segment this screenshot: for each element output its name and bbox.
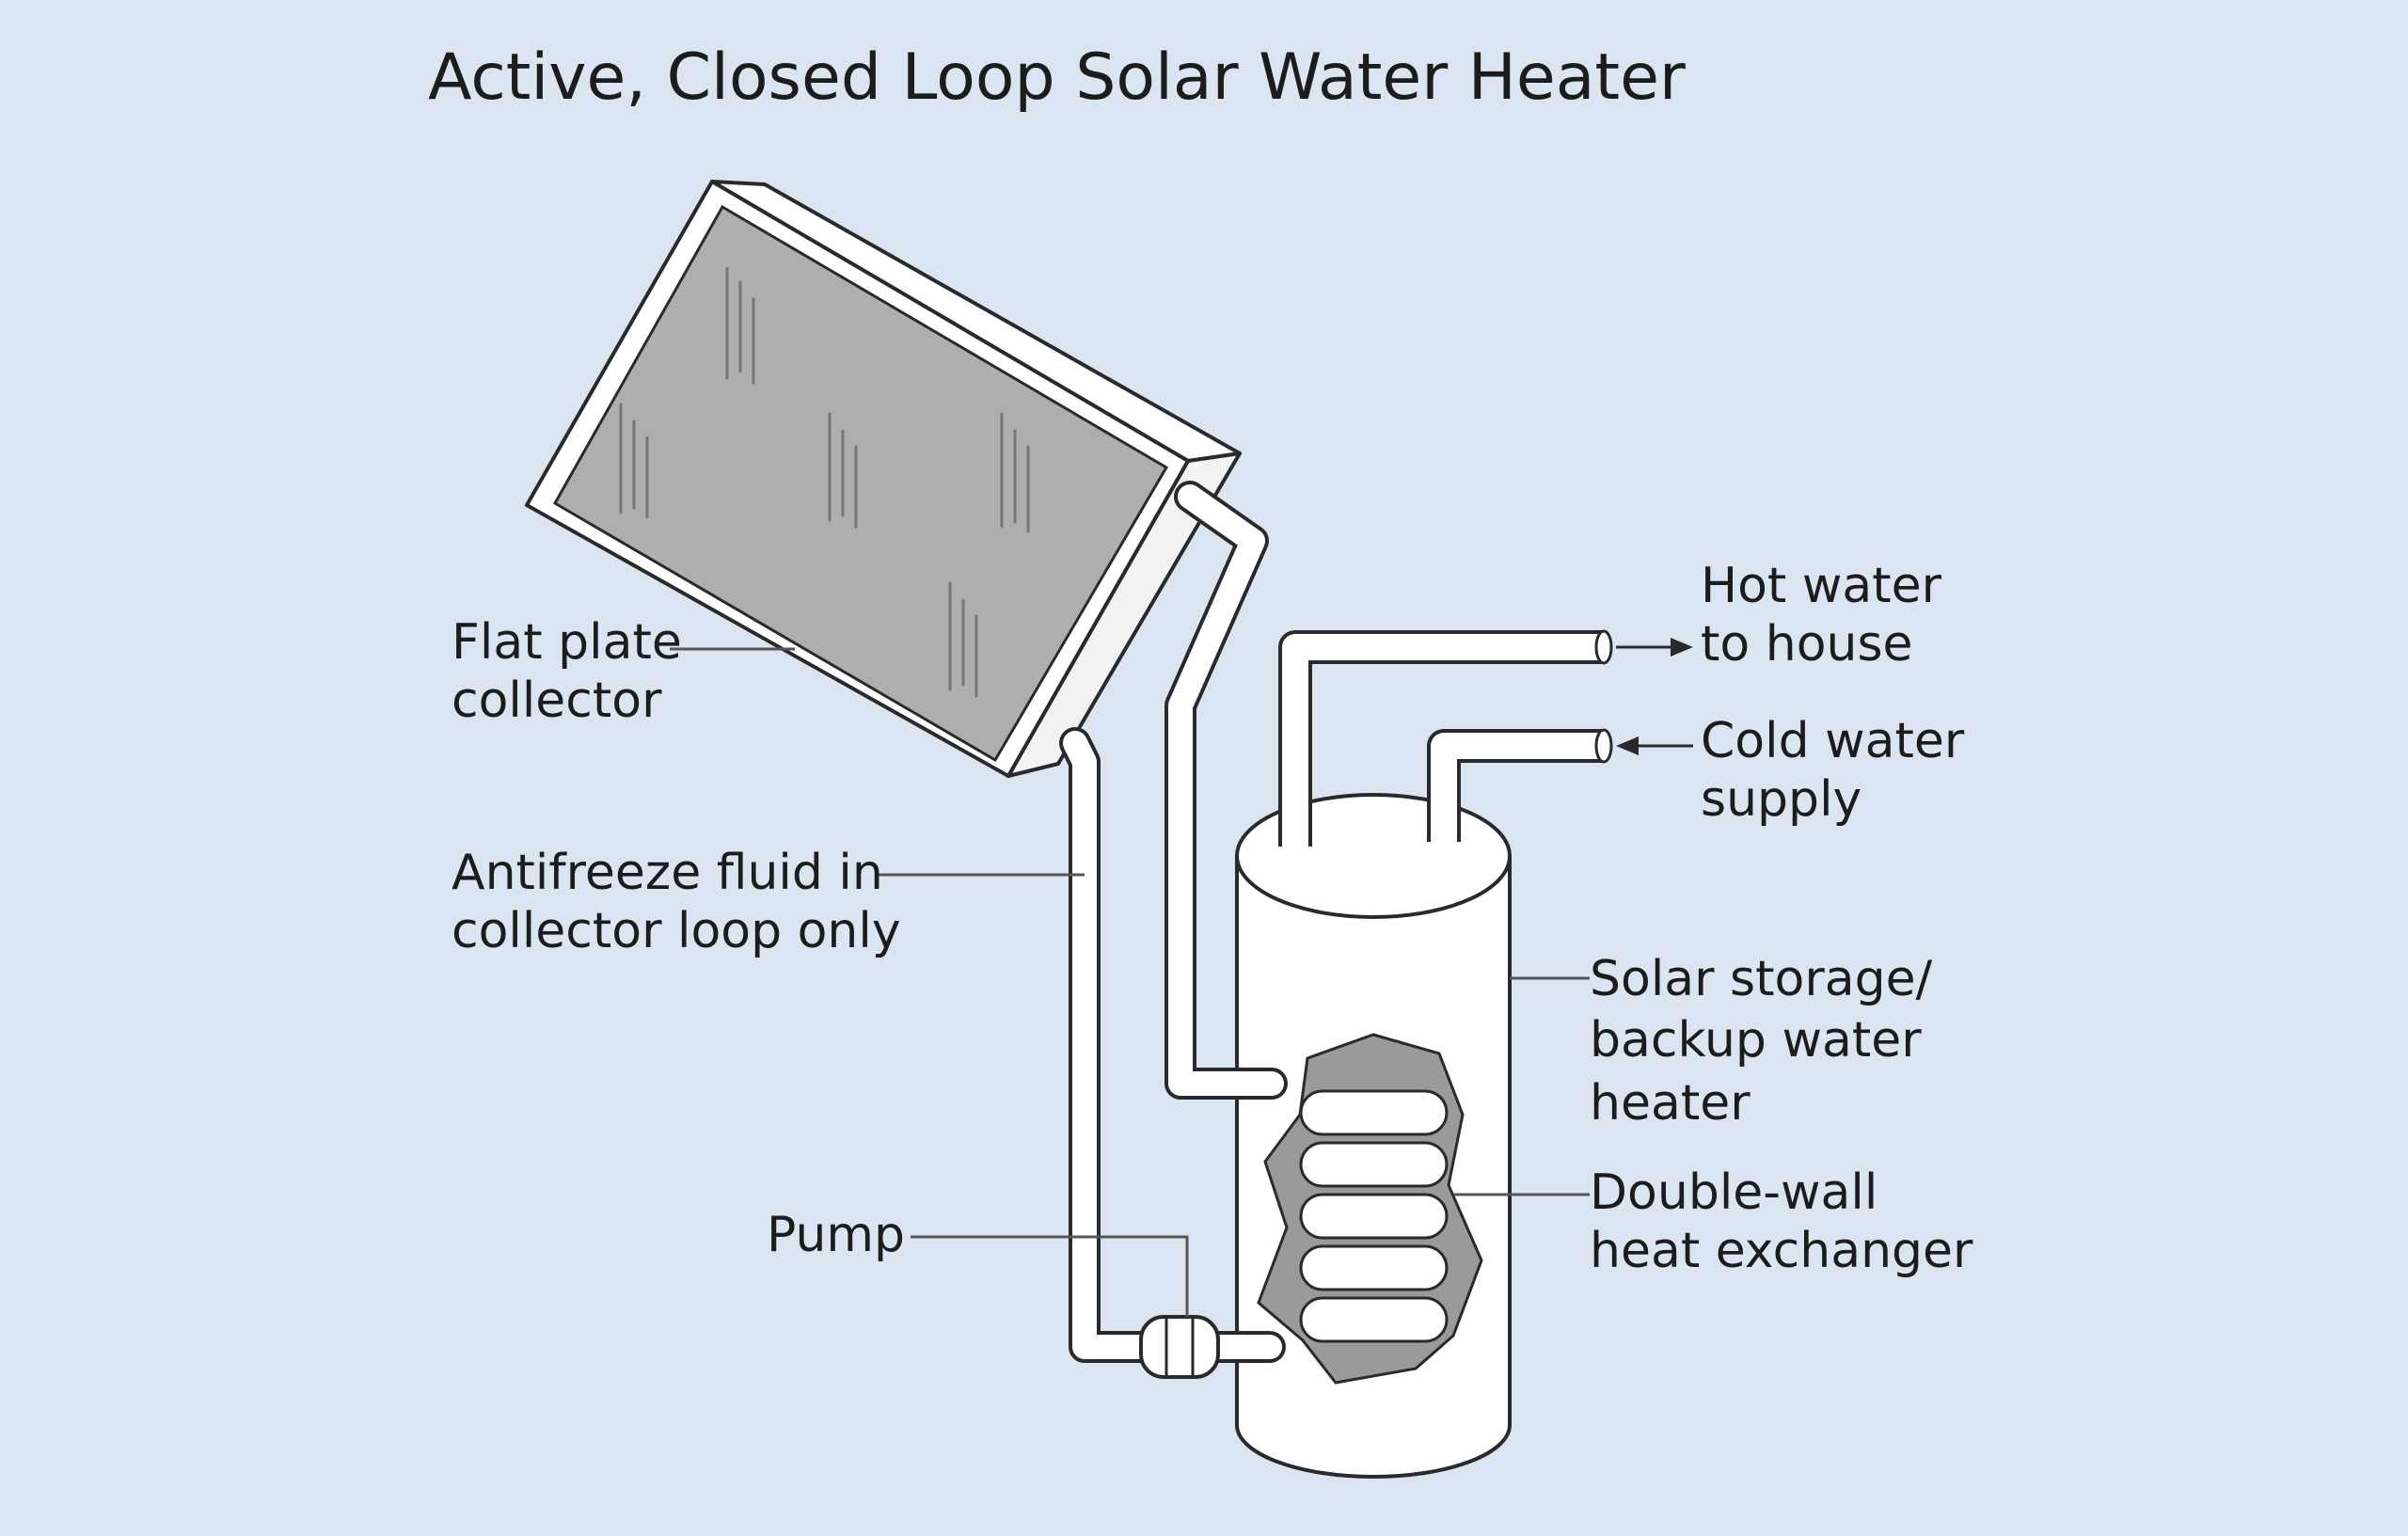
collector-loop-pipes [1059,481,1288,1363]
label-heat-exchanger: Double-wall heat exchanger [1590,1164,1973,1279]
label-cold-water: Cold water supply [1701,713,1980,828]
glass-reflection-marks [619,266,1030,698]
diagram-title: Active, Closed Loop Solar Water Heater [428,40,1686,115]
hot-water-pipe [1278,629,1613,847]
label-flat-plate-collector: Flat plate collector [452,614,697,729]
label-solar-storage: Solar storage/ backup water heater [1590,951,1948,1132]
leader-lines [670,647,1590,1317]
coil [1299,1089,1449,1343]
pump [1139,1315,1220,1379]
label-hot-water: Hot water to house [1701,558,1957,673]
arrow-left-icon [1616,736,1639,755]
label-pump: Pump [767,1207,905,1263]
flow-arrows [1616,638,1693,755]
arrow-right-icon [1671,638,1693,657]
cold-water-pipe [1427,728,1613,842]
flat-plate-collector [525,180,1242,778]
label-antifreeze-fluid: Antifreeze fluid in collector loop only [452,845,901,959]
heat-exchanger-cutaway [1257,1033,1483,1385]
